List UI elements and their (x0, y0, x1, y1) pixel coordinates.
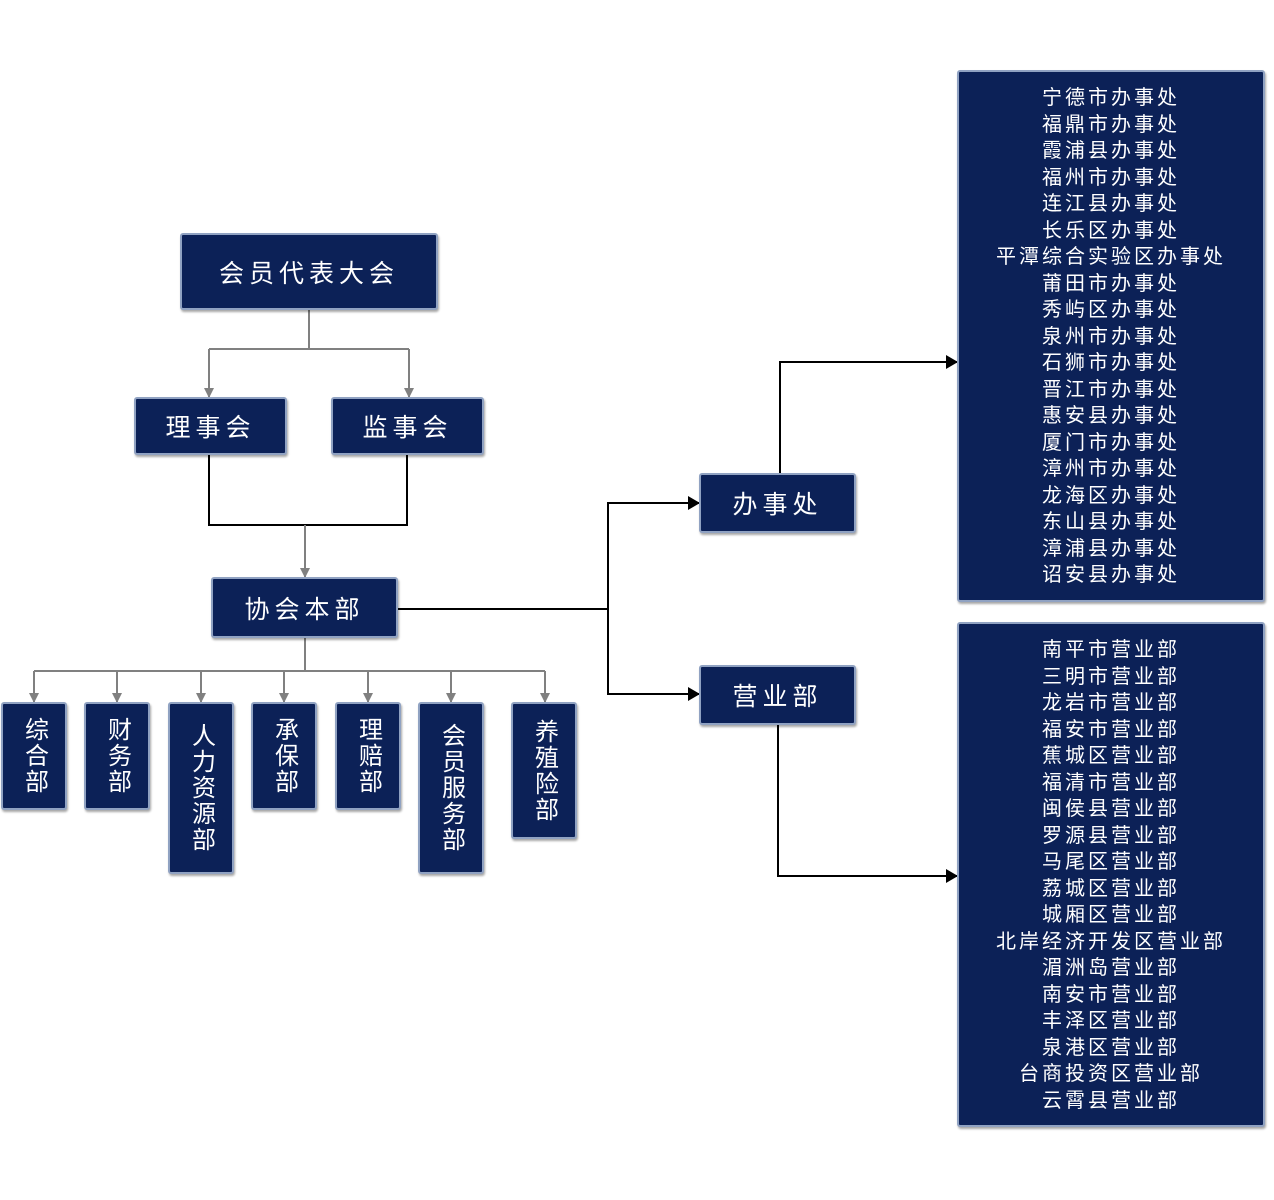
office-list-item: 福州市办事处 (1042, 164, 1180, 189)
business-list: 南平市营业部 三明市营业部 龙岩市营业部 福安市营业部 蕉城区营业部 福清市营业… (957, 622, 1265, 1127)
department-box: 财务部 (84, 702, 150, 810)
assembly-label: 会员代表大会 (218, 258, 399, 288)
business-list-item: 荔城区营业部 (1042, 875, 1180, 900)
office-list-connector (779, 355, 958, 473)
office-list-item: 福鼎市办事处 (1042, 111, 1180, 136)
office-label: 办事处 (732, 490, 823, 519)
assembly-connector (204, 310, 414, 398)
business-list-item: 云霄县营业部 (1042, 1087, 1180, 1112)
supervisory-box: 监事会 (331, 397, 484, 455)
office-list-item: 连江县办事处 (1042, 191, 1180, 216)
business-list-item: 龙岩市营业部 (1042, 690, 1180, 714)
council-label: 理事会 (165, 413, 256, 442)
office-list-item: 晋江市办事处 (1042, 376, 1180, 401)
headquarters-box: 协会本部 (211, 577, 398, 638)
office-list-item: 莆田市办事处 (1042, 270, 1180, 295)
department-box: 综合部 (1, 702, 67, 810)
office-list-item: 漳浦县办事处 (1042, 535, 1180, 560)
department-label: 会员服务部 (437, 723, 466, 853)
office-list-item: 宁德市办事处 (1042, 85, 1180, 110)
department-box: 承保部 (251, 702, 317, 810)
business-list-item: 城厢区营业部 (1042, 902, 1180, 926)
supervisory-label: 监事会 (362, 413, 453, 442)
department-box: 理赔部 (335, 702, 401, 810)
business-list-item: 南安市营业部 (1042, 981, 1180, 1006)
department-label: 综合部 (20, 717, 49, 795)
assembly-box: 会员代表大会 (180, 233, 438, 310)
office-list-item: 石狮市办事处 (1042, 350, 1180, 375)
office-list-item: 厦门市办事处 (1042, 429, 1180, 454)
business-list-item: 马尾区营业部 (1042, 849, 1180, 873)
council-connector (208, 455, 408, 578)
business-label: 营业部 (732, 682, 823, 711)
department-label: 财务部 (103, 717, 132, 795)
business-list-item: 蕉城区营业部 (1042, 743, 1180, 767)
business-list-item: 福安市营业部 (1042, 716, 1180, 741)
department-box: 会员服务部 (418, 702, 484, 874)
business-list-item: 三明市营业部 (1042, 663, 1180, 688)
office-list-item: 平潭综合实验区办事处 (996, 244, 1226, 269)
office-list-item: 龙海区办事处 (1042, 482, 1180, 507)
office-list-item: 秀屿区办事处 (1042, 297, 1180, 322)
business-list-item: 南平市营业部 (1042, 637, 1180, 661)
business-box: 营业部 (699, 665, 856, 725)
business-list-item: 湄洲岛营业部 (1042, 955, 1180, 979)
office-list-item: 东山县办事处 (1042, 509, 1180, 534)
department-box: 养殖险部 (511, 702, 577, 839)
business-list-item: 台商投资区营业部 (1019, 1061, 1203, 1085)
business-list-connector (777, 724, 958, 883)
office-list-item: 霞浦县办事处 (1042, 138, 1180, 163)
office-list-item: 漳州市办事处 (1042, 456, 1180, 481)
business-list-item: 福清市营业部 (1042, 769, 1180, 794)
office-list-item: 诏安县办事处 (1042, 562, 1180, 587)
office-list-item: 泉州市办事处 (1042, 323, 1180, 348)
office-list-item: 惠安县办事处 (1042, 403, 1180, 428)
business-list-item: 丰泽区营业部 (1042, 1008, 1180, 1032)
business-list-item: 罗源县营业部 (1042, 822, 1180, 847)
department-label: 人力资源部 (187, 723, 216, 853)
business-list-item: 泉港区营业部 (1042, 1034, 1180, 1059)
department-label: 理赔部 (354, 717, 383, 795)
department-label: 养殖险部 (530, 718, 559, 823)
office-list-item: 长乐区办事处 (1042, 217, 1180, 242)
branch-connector (396, 496, 700, 701)
headquarters-label: 协会本部 (244, 594, 365, 624)
business-list-item: 北岸经济开发区营业部 (996, 928, 1226, 953)
business-list-item: 闽侯县营业部 (1042, 796, 1180, 820)
council-box: 理事会 (134, 397, 287, 455)
office-box: 办事处 (699, 473, 856, 533)
department-box: 人力资源部 (168, 702, 234, 874)
department-connector (29, 638, 550, 703)
office-list: 宁德市办事处 福鼎市办事处 霞浦县办事处 福州市办事处 连江县办事处 长乐区办事… (957, 70, 1265, 602)
department-label: 承保部 (270, 717, 299, 795)
